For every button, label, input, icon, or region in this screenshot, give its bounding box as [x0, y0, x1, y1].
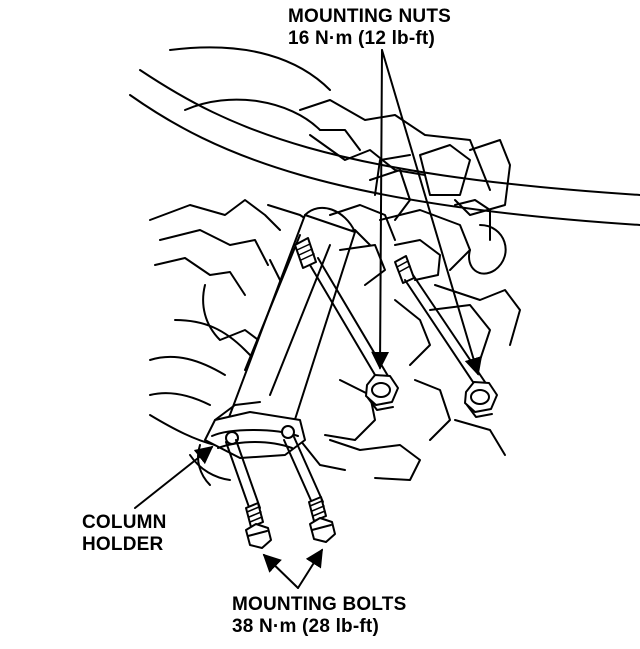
bolts-leader-arrows: [262, 548, 323, 589]
mounting-bolt-left: [225, 439, 272, 549]
column-holder-line1: COLUMN: [82, 512, 167, 533]
right-bracket-outline: [299, 209, 521, 481]
steering-column: [227, 154, 411, 436]
mounting-nut-right: [404, 274, 498, 418]
column-holder-label: COLUMN HOLDER: [82, 512, 167, 556]
mounting-nuts-name: MOUNTING NUTS: [288, 6, 452, 27]
mounting-stud-right: [394, 255, 415, 284]
dashboard-outline: [129, 46, 640, 275]
mounting-bolts-torque: 38 N·m (28 lb-ft): [232, 616, 379, 637]
mounting-nuts-label: MOUNTING NUTS 16 N·m (12 lb-ft): [288, 6, 451, 50]
mounting-bolt-right: [283, 436, 336, 543]
holder-leader-arrow: [134, 445, 214, 509]
mounting-nut-left: [309, 257, 399, 411]
mounting-bolts-label: MOUNTING BOLTS 38 N·m (28 lb-ft): [232, 594, 407, 638]
mounting-stud-left: [294, 237, 317, 269]
nuts-leader-arrows: [371, 49, 483, 376]
left-bracket-outline: [149, 199, 371, 446]
column-holder-line2: HOLDER: [82, 534, 164, 555]
mounting-bolts-name: MOUNTING BOLTS: [232, 594, 407, 615]
mounting-nuts-torque: 16 N·m (12 lb-ft): [288, 28, 435, 49]
